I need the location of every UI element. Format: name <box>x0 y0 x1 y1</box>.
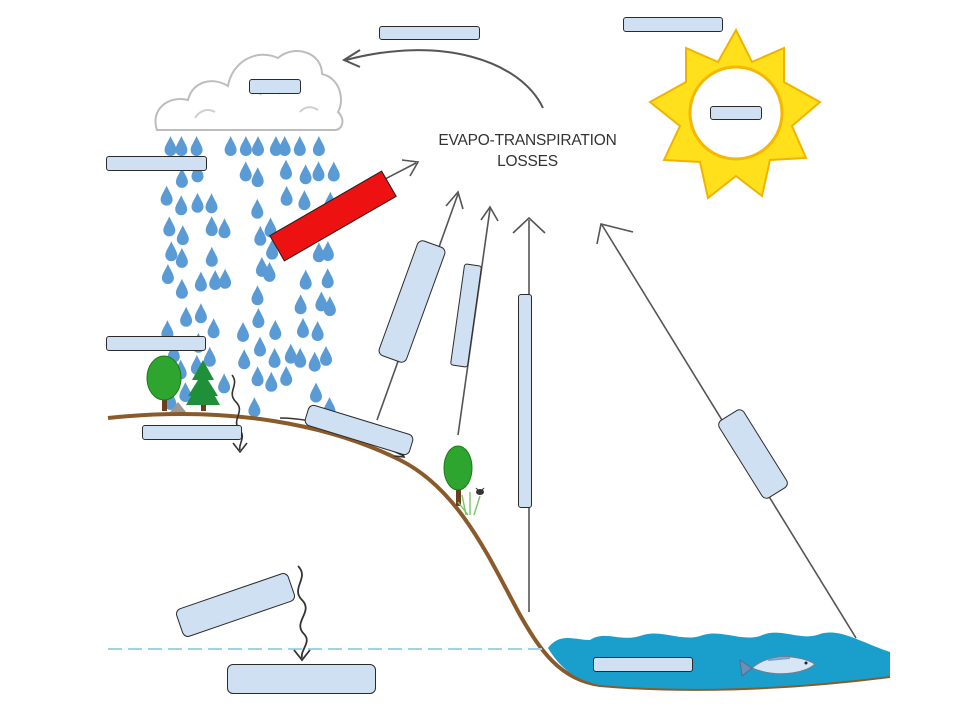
raindrop-icon <box>218 218 231 239</box>
raindrop-icon <box>175 136 188 156</box>
raindrop-icon <box>205 216 218 237</box>
raindrop-icon <box>252 308 265 328</box>
raindrop-icon <box>209 270 222 290</box>
raindrop-icon <box>310 382 322 403</box>
evaporation-arc-label[interactable] <box>379 26 480 40</box>
raindrop-icon <box>175 247 188 268</box>
sun-center-label[interactable] <box>710 106 762 120</box>
sun-label[interactable] <box>623 17 723 32</box>
evaporation-arc-arrow <box>341 49 544 109</box>
raindrop-icon <box>165 241 178 262</box>
raindrop-icon <box>294 294 307 315</box>
raindrop-icon <box>238 349 251 370</box>
raindrop-icon <box>308 351 321 372</box>
raindrop-icon <box>205 193 218 214</box>
tree-icon <box>146 355 182 411</box>
raindrop-icon <box>160 185 173 206</box>
raindrop-icon <box>280 159 292 180</box>
pine-tree-icon <box>186 360 220 411</box>
raindrop-icon <box>180 306 193 327</box>
transpiration-arrows <box>301 159 857 639</box>
raindrop-icon <box>298 190 311 211</box>
evapotranspiration-title: EVAPO-TRANSPIRATION LOSSES <box>425 130 630 172</box>
raindrop-icon <box>251 167 264 188</box>
raindrop-icon <box>254 336 266 357</box>
fish-icon <box>739 656 816 677</box>
raindrop-icon <box>311 321 324 341</box>
raindrop-icon <box>219 268 232 289</box>
raindrop-icon <box>163 216 176 237</box>
slope-tree-icon <box>443 445 473 506</box>
insect-icon <box>475 487 485 495</box>
rain-label[interactable] <box>106 156 207 171</box>
vegetation-label[interactable] <box>106 336 206 351</box>
raindrop-icon <box>320 345 332 366</box>
raindrop-icon <box>293 136 306 156</box>
title-line-1: EVAPO-TRANSPIRATION <box>438 132 617 149</box>
raindrop-icon <box>297 317 309 338</box>
raindrop-icon <box>161 264 174 284</box>
raindrop-icon <box>321 241 334 261</box>
raindrop-icon <box>176 225 189 246</box>
raindrop-icon <box>268 347 281 368</box>
raindrop-icon <box>239 161 252 182</box>
infiltration-label[interactable] <box>142 425 242 440</box>
raindrop-icon <box>251 198 264 219</box>
raindrop-icon <box>252 136 264 156</box>
cloud-label[interactable] <box>249 79 301 94</box>
raindrop-icon <box>251 285 264 306</box>
percolation-arrow <box>293 565 311 662</box>
soil-evaporation-label[interactable] <box>518 294 532 508</box>
raindrop-icon <box>327 161 340 182</box>
water-body-label[interactable] <box>593 657 693 672</box>
raindrop-icon <box>312 136 325 156</box>
raindrop-icon <box>280 185 293 206</box>
raindrop-icon <box>190 136 203 156</box>
raindrop-icon <box>175 195 188 216</box>
raindrop-icon <box>278 136 291 156</box>
raindrop-icon <box>269 319 282 340</box>
raindrop-icon <box>191 192 204 213</box>
raindrop-icon <box>164 136 177 156</box>
rain-drops <box>160 136 340 418</box>
raindrop-icon <box>251 366 264 387</box>
rock-icon <box>170 402 186 412</box>
raindrop-icon <box>205 246 218 267</box>
raindrop-icon <box>280 365 293 386</box>
raindrop-icon <box>248 397 261 418</box>
infiltration-arrow <box>231 374 248 454</box>
raindrop-icon <box>194 271 207 292</box>
raindrop-icon <box>323 296 336 317</box>
raindrop-icon <box>299 269 312 290</box>
groundwater-label[interactable] <box>227 664 376 694</box>
raindrop-icon <box>237 321 249 342</box>
raindrop-icon <box>175 278 188 299</box>
water-body <box>548 632 890 689</box>
raindrop-icon <box>224 136 237 156</box>
raindrop-icon <box>299 164 312 185</box>
grass-icon <box>457 492 481 516</box>
raindrop-icon <box>218 373 231 394</box>
raindrop-icon <box>321 268 334 289</box>
title-line-2: LOSSES <box>497 153 558 170</box>
raindrop-icon <box>203 346 216 367</box>
raindrop-icon <box>254 225 267 246</box>
raindrop-icon <box>194 303 207 324</box>
raindrop-icon <box>312 161 325 182</box>
raindrop-icon <box>207 318 220 339</box>
raindrop-icon <box>239 136 252 156</box>
raindrop-icon <box>265 371 278 392</box>
raindrop-icon <box>294 347 307 368</box>
